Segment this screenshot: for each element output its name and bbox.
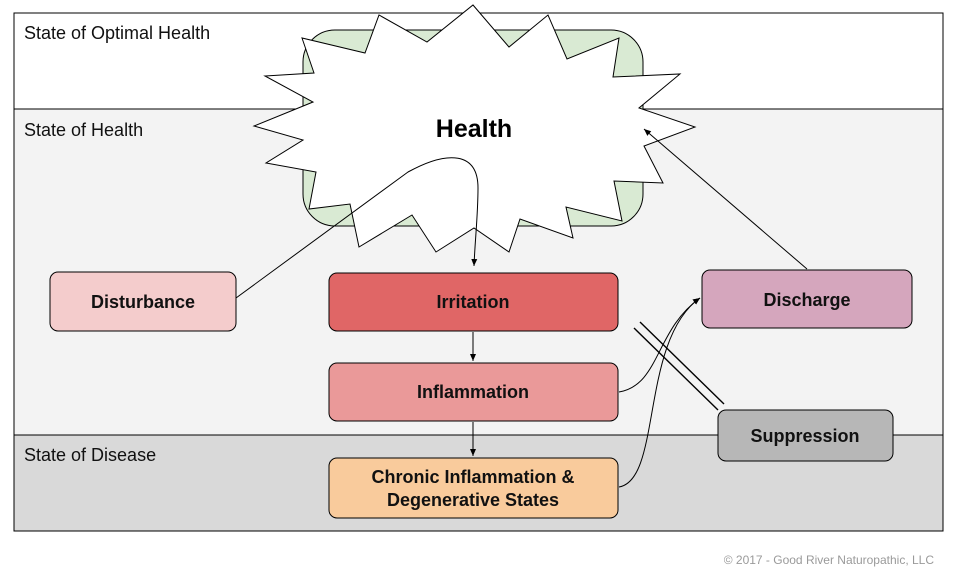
discharge-box [701,269,913,329]
chronic-box [328,457,619,519]
discharge-label: Discharge [763,290,850,310]
suppression-barrier-line-b [639,321,725,405]
inflammation-label: Inflammation [417,382,529,402]
irritation-box [328,272,619,332]
health-starburst [252,4,697,253]
health-title: Health [436,115,512,143]
suppression-barrier-line-a [633,327,719,411]
chronic-label-line2: Degenerative States [387,490,559,510]
chronic-to-discharge-connector [618,297,701,488]
inflammation-box [328,362,619,422]
chronic-label-line1: Chronic Inflammation & [371,467,574,487]
zone-health-label: State of Health [24,120,143,140]
disturbance-to-irritation-connector [235,157,479,299]
irritation-label: Irritation [436,292,509,312]
disturbance-label: Disturbance [91,292,195,312]
suppression-box [717,409,894,462]
suppression-label: Suppression [750,426,859,446]
disturbance-box [49,271,237,332]
zone-optimal-health-label: State of Optimal Health [24,23,210,43]
copyright-footer: © 2017 - Good River Naturopathic, LLC [723,553,934,567]
discharge-to-health-connector [643,128,808,270]
zone-disease-label: State of Disease [24,445,156,465]
